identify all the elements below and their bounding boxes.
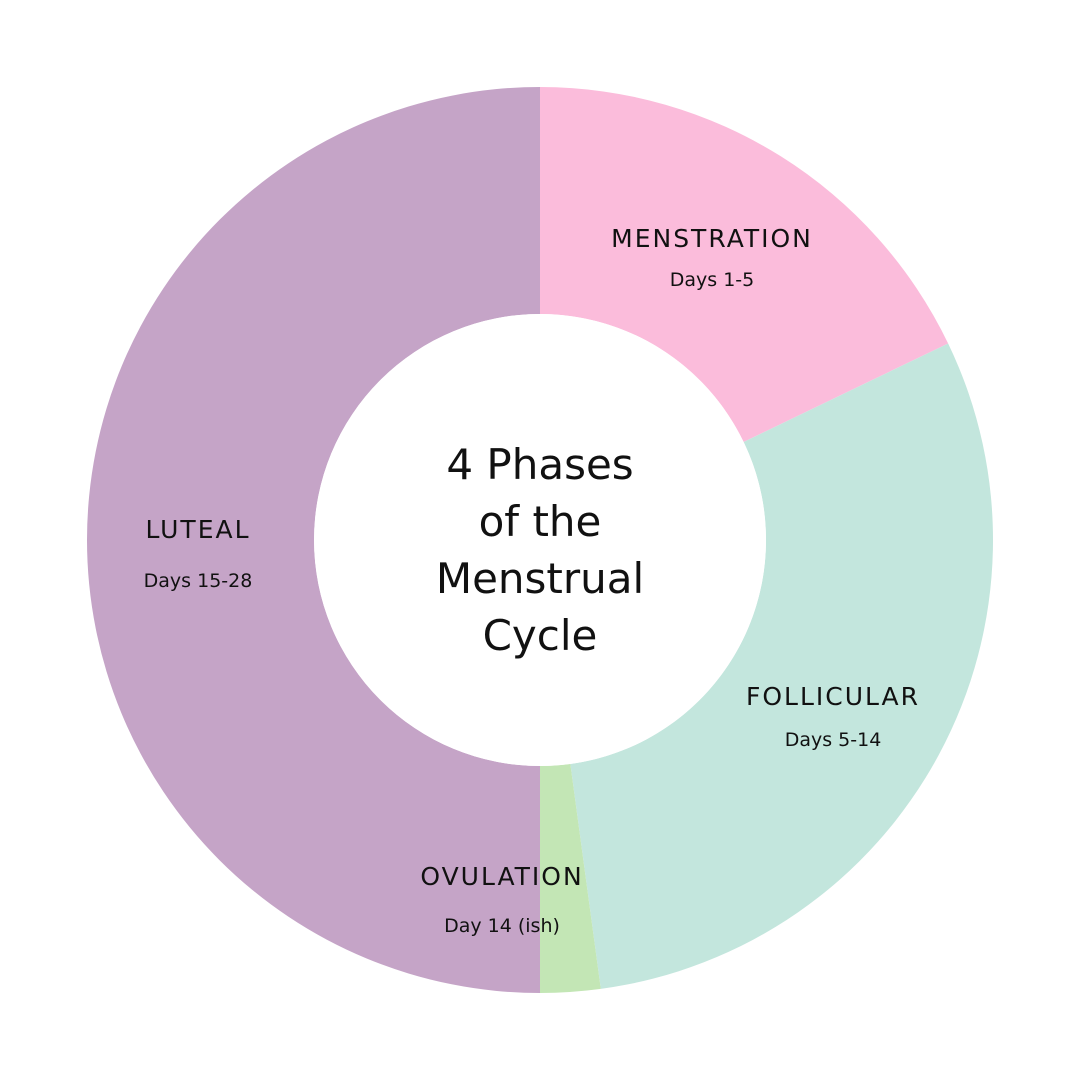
segment-follicular [570, 343, 994, 989]
label-luteal-days: Days 15-28 [144, 570, 253, 592]
label-luteal-name: LUTEAL [145, 515, 250, 544]
segment-luteal [87, 87, 540, 993]
label-luteal: LUTEAL Days 15-28 [144, 515, 253, 592]
label-follicular: FOLLICULAR Days 5-14 [746, 682, 920, 751]
label-ovulation-name: OVULATION [420, 862, 583, 891]
center-title-line-4: Cycle [483, 611, 598, 660]
center-title-line-3: Menstrual [436, 554, 644, 603]
segment-ovulation [540, 763, 601, 993]
label-menstration-name: MENSTRATION [611, 224, 813, 253]
label-menstration-days: Days 1-5 [670, 269, 755, 291]
label-ovulation-days: Day 14 (ish) [444, 915, 560, 937]
label-menstration: MENSTRATION Days 1-5 [611, 224, 813, 291]
donut-segments [87, 87, 994, 993]
segment-menstration [540, 87, 949, 442]
label-follicular-name: FOLLICULAR [746, 682, 920, 711]
center-title-line-2: of the [479, 497, 602, 546]
center-title: 4 Phases of the Menstrual Cycle [436, 440, 644, 660]
donut-hole [314, 314, 766, 766]
label-ovulation: OVULATION Day 14 (ish) [420, 862, 583, 937]
center-title-line-1: 4 Phases [446, 440, 633, 489]
label-follicular-days: Days 5-14 [785, 729, 882, 751]
